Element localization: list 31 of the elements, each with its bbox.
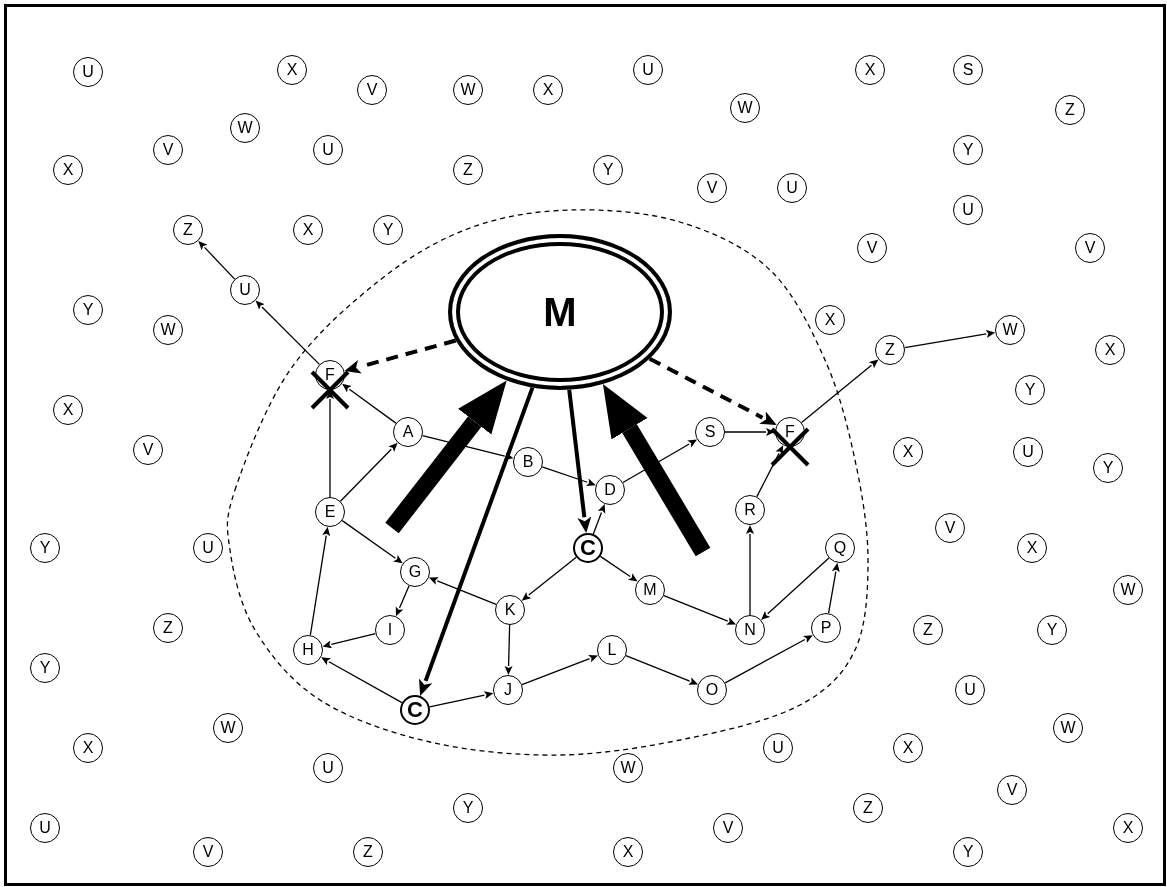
arrow — [904, 330, 996, 349]
arrow — [326, 390, 334, 498]
arrow — [827, 562, 840, 614]
arrow — [341, 520, 403, 564]
arrow — [198, 240, 236, 280]
arrow — [800, 359, 879, 424]
double-ellipse: M — [448, 234, 672, 390]
arrow — [385, 380, 507, 534]
arrow — [342, 383, 397, 424]
arrow — [504, 624, 513, 675]
arrow — [322, 632, 377, 649]
arrow — [521, 556, 577, 601]
arrow — [592, 504, 606, 535]
arrow — [663, 594, 737, 625]
arrow — [428, 577, 497, 606]
arrow — [648, 357, 777, 426]
arrow — [429, 691, 494, 708]
arrow — [541, 466, 596, 487]
arrow — [746, 525, 754, 616]
arrow — [599, 555, 638, 582]
arrow — [521, 654, 598, 686]
arrow — [421, 435, 514, 461]
arrow — [255, 300, 321, 366]
arrow — [309, 526, 331, 636]
arrow — [339, 442, 398, 502]
arrow — [724, 428, 775, 436]
arrow — [622, 439, 697, 484]
arrow — [625, 654, 699, 685]
arrow — [761, 557, 830, 620]
arrow — [395, 585, 410, 617]
arrow — [567, 389, 592, 534]
